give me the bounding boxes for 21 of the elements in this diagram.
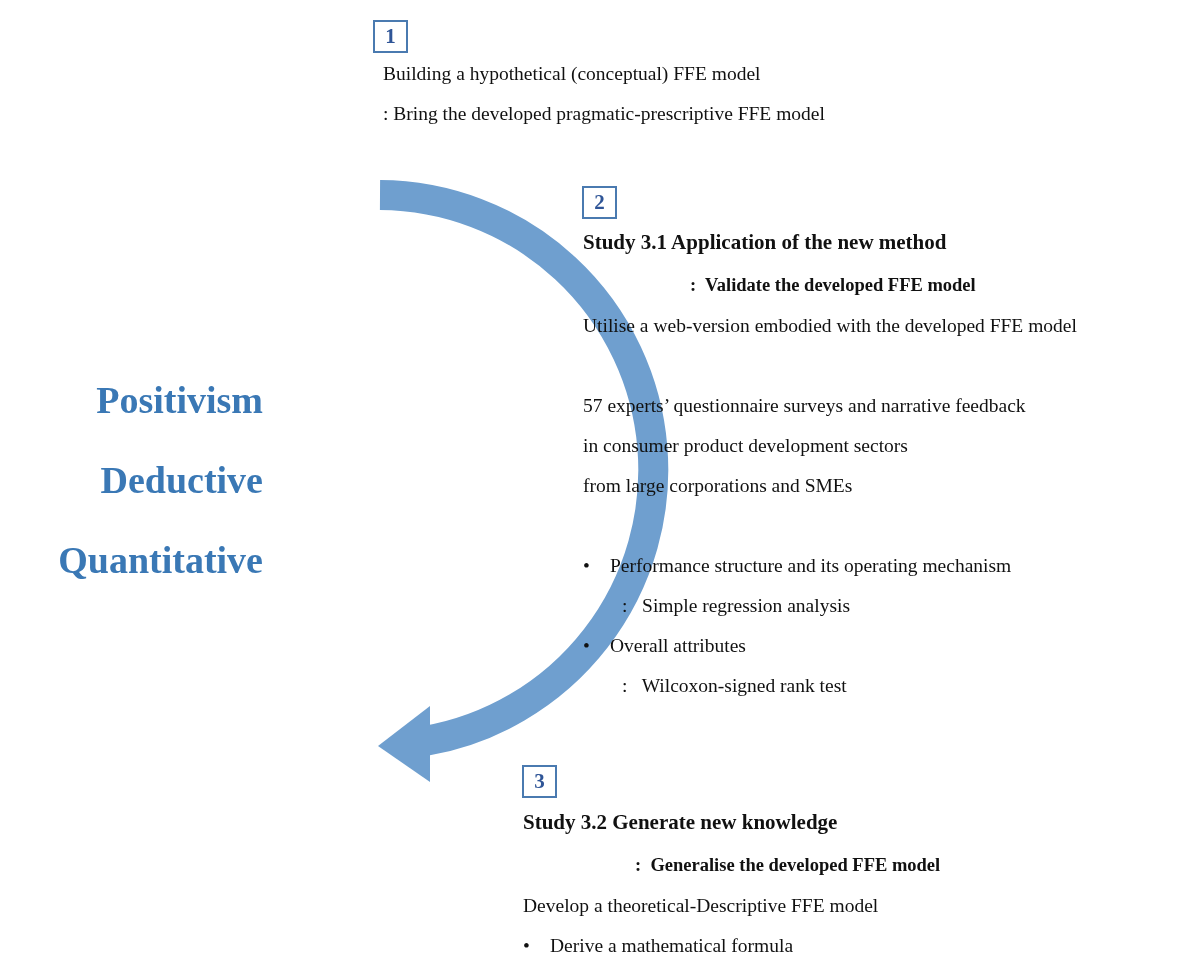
number-box: 2	[582, 186, 617, 219]
bullet-mark: •	[523, 934, 530, 956]
study-heading: Study 3.1 Application of the new method	[583, 230, 947, 256]
study-subheading: : Generalise the developed FFE model	[635, 854, 941, 877]
paradigm-label: Positivism	[96, 378, 263, 423]
description-text: : Simple regression analysis	[622, 594, 850, 618]
description-text: Develop a theoretical-Descriptive FFE model	[523, 894, 879, 918]
paradigm-label: Deductive	[100, 458, 263, 503]
description-text: Overall attributes	[610, 634, 746, 658]
description-text: Derive a mathematical formula	[550, 934, 794, 956]
bullet-mark: •	[583, 634, 590, 658]
number-box: 3	[522, 765, 557, 798]
description-text: : Bring the developed pragmatic-prescriptive FFE model	[383, 102, 825, 126]
description-text: Building a hypothetical (conceptual) FFE model	[383, 62, 761, 86]
study-heading: Study 3.2 Generate new knowledge	[523, 810, 838, 836]
description-text: : Wilcoxon-signed rank test	[622, 674, 847, 698]
study-subheading: : Validate the developed FFE model	[690, 274, 976, 297]
bullet-mark: •	[583, 554, 590, 578]
paradigm-label: Quantitative	[58, 538, 263, 583]
description-text: 57 experts’ questionnaire surveys and narrative feedback	[583, 394, 1026, 418]
number-box: 1	[373, 20, 408, 53]
